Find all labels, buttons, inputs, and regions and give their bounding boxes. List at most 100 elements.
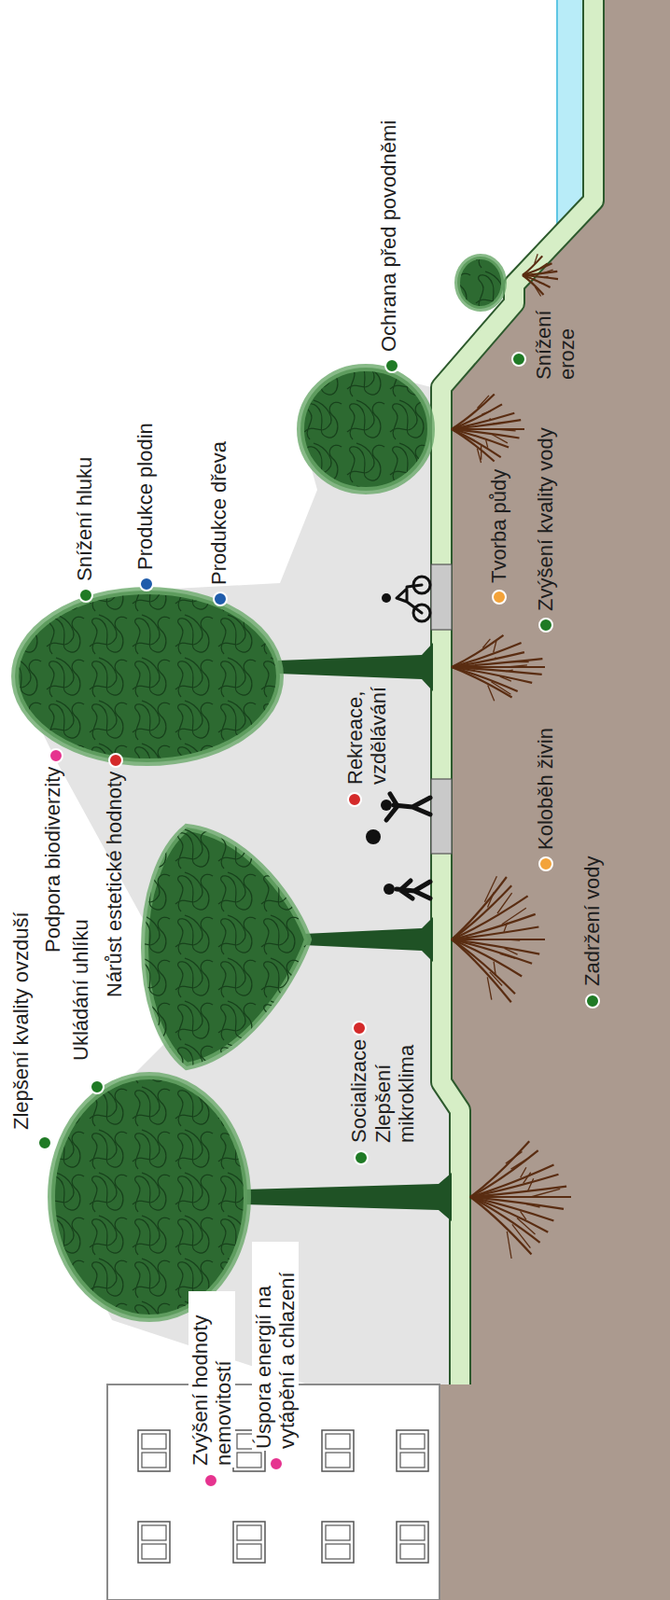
root [500,676,512,682]
root [487,977,492,1000]
root [543,269,553,273]
benefit-label: Zadržení vody [580,854,604,989]
benefit-label: Zvýšení hodnoty nemovitostí [188,1291,236,1468]
label-dot [539,618,553,632]
root [540,263,548,268]
root [492,434,508,444]
label-dot [492,590,506,604]
benefit-label: Tvorba půdy [487,467,511,586]
label-dot [109,753,123,768]
root [526,1204,541,1208]
root [539,282,545,285]
root [506,1231,512,1259]
benefit-label: Koloběh živin [533,725,558,852]
root [544,276,549,278]
benefit-label: Zlepšení mikroklima [371,1024,419,1145]
label-dot [352,1021,366,1035]
root [505,670,514,672]
roots [451,253,572,1259]
root [511,1158,528,1170]
root [488,685,495,702]
root [484,876,497,903]
label-dot [49,749,63,763]
benefit-label: Produkce plodin [133,420,157,573]
tree-crowns [14,256,504,1319]
water-surface [556,0,559,229]
root [507,665,528,668]
root [520,1167,527,1178]
benefit-label: Zlepšení kvality ovzduší [9,909,33,1132]
root [451,939,540,955]
root [490,682,511,696]
root [451,429,520,439]
paved-path [431,779,452,854]
root [507,939,520,941]
root [477,395,490,409]
root [486,440,489,448]
ground [431,0,670,1600]
benefit-label: Snížení hluku [72,455,97,584]
root [451,667,543,675]
ground-strip [441,0,594,1385]
benefit-label: Úspora energií na vytápění a chlazení [251,1242,299,1452]
root [451,667,518,692]
root [476,448,481,463]
benefit-label: Produkce dřeva [207,439,231,587]
benefit-label: Snížení eroze [531,293,579,382]
benefit-label: Zvýšení kvality vody [533,425,558,614]
root [481,410,491,415]
root [504,948,518,955]
label-dot [385,359,399,373]
root [522,263,553,276]
benefit-label: Podpora biodiverzity [41,765,65,955]
root [535,287,542,297]
label-dots [38,352,600,1488]
label-dot [204,1474,218,1488]
benefit-label: Ukládání uhlíku [69,917,93,1063]
root [534,253,539,264]
root [451,635,504,668]
label-dot [512,352,526,366]
benefit-label: Ochrana před povodněmi [376,118,401,354]
root [451,394,495,431]
root [494,656,497,658]
benefit-label: Rekreace, vzdělávání [343,670,391,787]
root [482,639,490,649]
label-dot [90,1080,104,1094]
root [493,422,502,425]
label-dot [213,592,227,606]
label-dot [79,588,93,602]
label-dot [38,1136,52,1150]
root [500,954,517,960]
label-dot [348,793,362,807]
root [522,275,559,280]
root [451,939,532,964]
root [495,429,517,432]
root [480,446,482,461]
label-dot [139,577,154,591]
root [516,1218,536,1236]
root [497,893,513,914]
root [451,404,503,430]
shadow [14,367,450,1385]
root [493,962,496,977]
root [506,661,530,664]
root [470,1197,564,1210]
root [488,418,490,420]
root [451,877,507,940]
root [520,1211,527,1220]
label-dot [354,1151,368,1165]
root [470,1141,530,1198]
benefit-label: Socializace [347,1037,371,1145]
paved-path [431,564,452,630]
ground-strip-edge [441,0,594,1385]
water [557,0,584,229]
label-dot [586,994,600,1008]
label-dot [269,1457,283,1471]
root [470,1197,554,1222]
root [522,255,543,276]
root [451,939,512,1003]
